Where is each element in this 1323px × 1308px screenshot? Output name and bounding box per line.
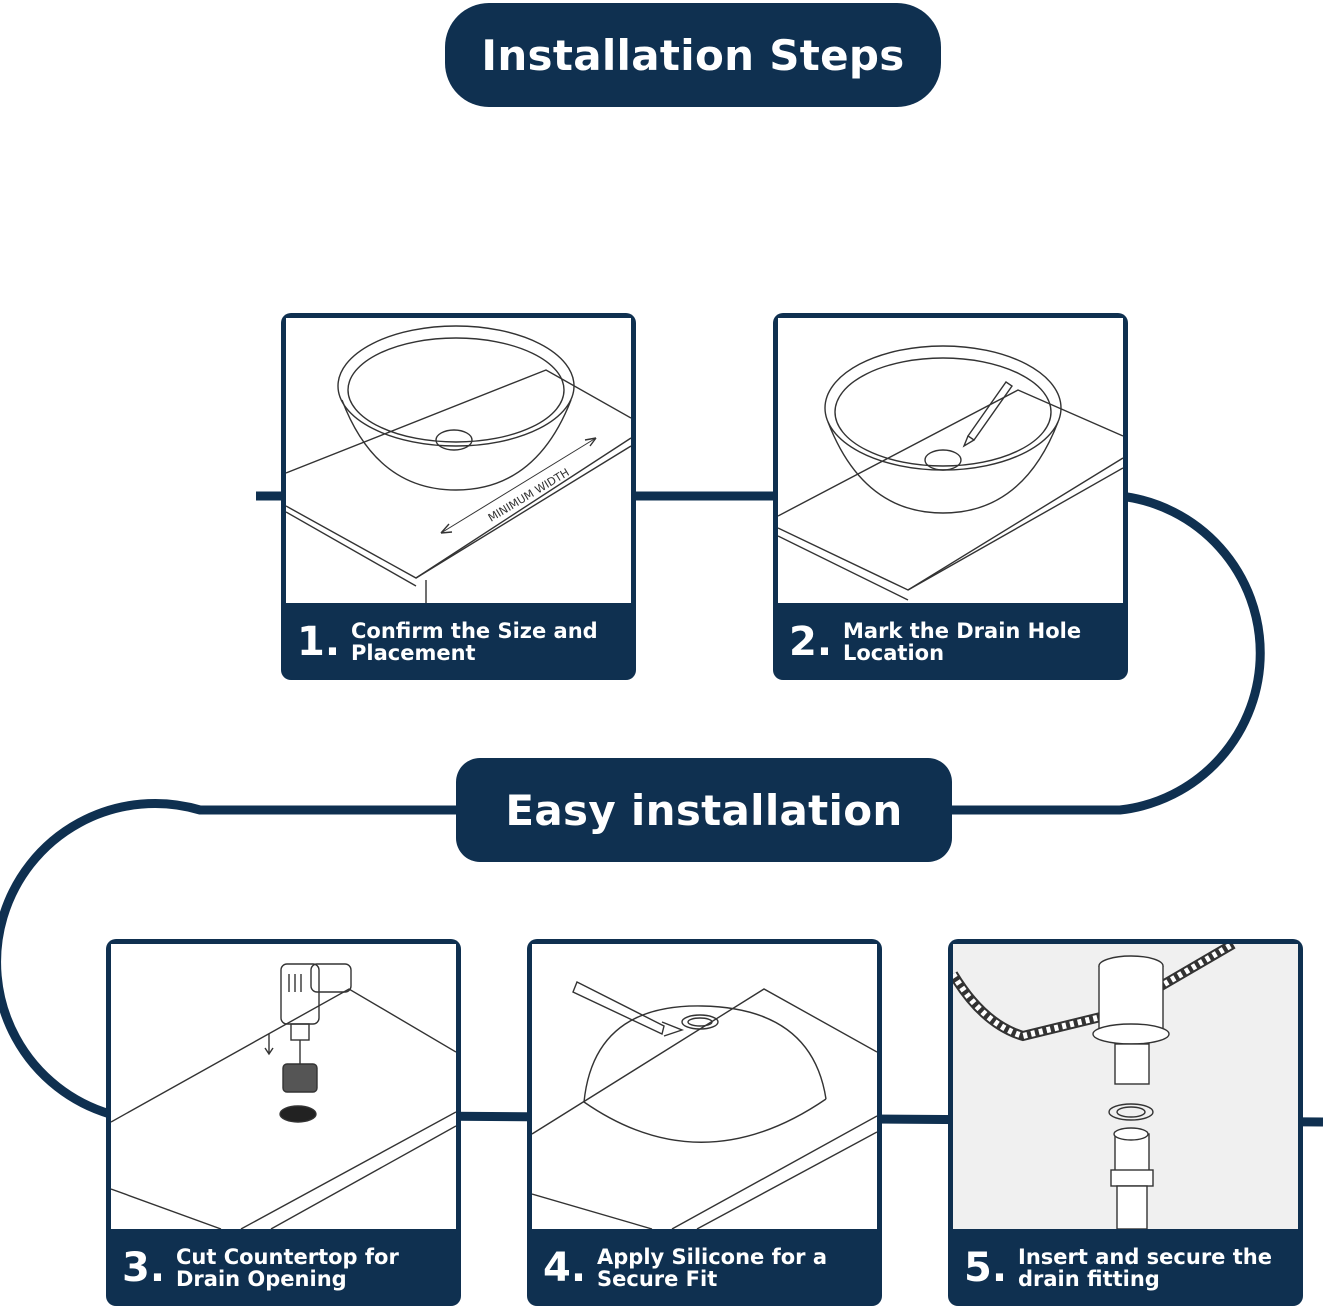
step-5-text: Insert and secure the drain fitting — [1018, 1244, 1272, 1291]
step-1-caption: 1. Confirm the Size and Placement — [281, 603, 636, 680]
step-5-illustration — [953, 944, 1298, 1229]
step-5-caption: 5. Insert and secure the drain fitting — [948, 1229, 1303, 1306]
step-4-illustration — [532, 944, 877, 1229]
step-card-1: MINIMUM WIDTH 1. Confirm the Size and Pl… — [281, 313, 636, 680]
step-3-caption: 3. Cut Countertop for Drain Opening — [106, 1229, 461, 1306]
step-2-number: 2. — [789, 618, 833, 665]
step-1-illustration: MINIMUM WIDTH — [286, 318, 631, 603]
step-card-5: 5. Insert and secure the drain fitting — [948, 939, 1303, 1306]
step-5-number: 5. — [964, 1244, 1008, 1291]
page-title: Installation Steps — [445, 3, 941, 107]
step-4-text: Apply Silicone for a Secure Fit — [597, 1244, 828, 1291]
step-4-caption: 4. Apply Silicone for a Secure Fit — [527, 1229, 882, 1306]
step-card-4: 4. Apply Silicone for a Secure Fit — [527, 939, 882, 1306]
step-1-number: 1. — [297, 618, 341, 665]
step-card-3: 3. Cut Countertop for Drain Opening — [106, 939, 461, 1306]
easy-installation-banner: Easy installation — [456, 758, 952, 862]
step-1-text: Confirm the Size and Placement — [351, 618, 598, 665]
step-2-text: Mark the Drain Hole Location — [843, 618, 1082, 665]
step-4-number: 4. — [543, 1244, 587, 1291]
minimum-width-label: MINIMUM WIDTH — [486, 466, 572, 525]
step-3-number: 3. — [122, 1244, 166, 1291]
step-2-illustration — [778, 318, 1123, 603]
step-3-text: Cut Countertop for Drain Opening — [176, 1244, 399, 1291]
step-card-2: 2. Mark the Drain Hole Location — [773, 313, 1128, 680]
step-3-illustration — [111, 944, 456, 1229]
step-2-caption: 2. Mark the Drain Hole Location — [773, 603, 1128, 680]
